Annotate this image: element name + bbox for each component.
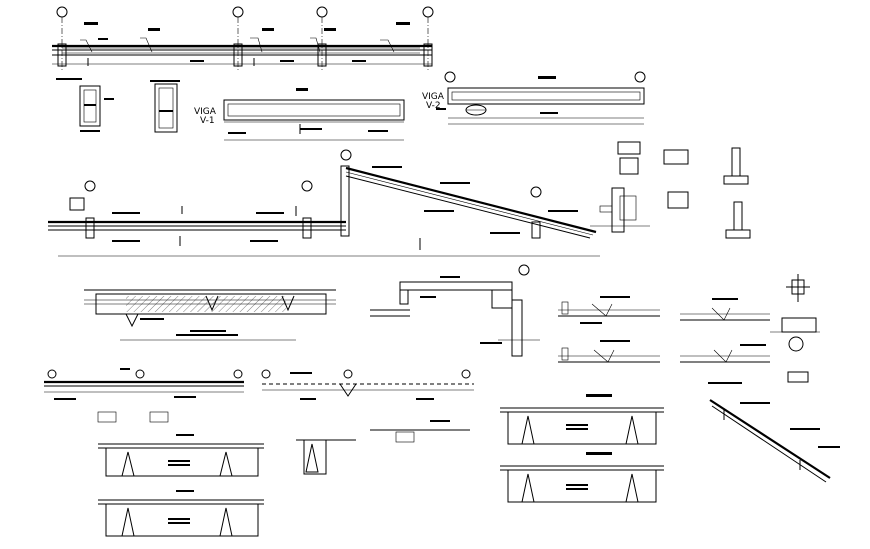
grid-axis-bubble — [47, 369, 57, 379]
grid-axis-bubble — [316, 6, 328, 18]
anchor-details — [770, 274, 820, 383]
grid-axis-bubble — [261, 369, 271, 379]
slab-detail-b — [558, 340, 660, 363]
beam-section-lower-mid — [296, 420, 470, 475]
beam-v1-elevation: VIGA V-1 — [194, 88, 405, 141]
slab-detail-c — [680, 298, 770, 321]
grid-axis-bubble — [233, 369, 243, 379]
grid-axis-bubble — [84, 180, 96, 192]
beam-v2-code: V-2 — [426, 101, 441, 111]
grid-axis-bubble — [444, 71, 456, 83]
beam-section-lower-left-1 — [98, 434, 264, 477]
beam-v2-word: VIGA — [422, 92, 445, 102]
grid-axis-bubble — [530, 186, 542, 198]
grid-axis-bubble — [634, 71, 646, 83]
sloped-beam-elevation — [48, 149, 600, 257]
slab-section-hatched — [84, 289, 336, 341]
grid-axis-bubble — [518, 264, 530, 276]
beam-section-lower-right-2 — [500, 452, 664, 503]
grid-axis-bubble — [56, 6, 68, 18]
beam-v1-word: VIGA — [194, 107, 217, 117]
grid-axis-bubble — [301, 180, 313, 192]
beam-v1-code: V-1 — [200, 116, 215, 126]
footing-details — [590, 141, 751, 239]
small-beam-elevations-left — [44, 368, 244, 423]
small-beam-elevations-mid — [261, 369, 474, 400]
column-section-right — [150, 80, 180, 133]
cantilever-section — [370, 264, 540, 357]
column-section-left — [56, 78, 114, 132]
top-beam-elevation — [52, 6, 434, 72]
slab-detail-d — [680, 344, 770, 363]
grid-axis-bubble — [135, 369, 145, 379]
grid-axis-bubble — [343, 369, 353, 379]
beam-section-lower-left-2 — [98, 490, 264, 537]
grid-axis-bubble — [422, 6, 434, 18]
sloped-detail — [708, 382, 840, 483]
grid-axis-bubble — [232, 6, 244, 18]
beam-section-lower-right-1 — [500, 394, 664, 445]
beam-v2-elevation: VIGA V-2 — [422, 71, 646, 125]
slab-detail-a — [558, 296, 660, 324]
grid-axis-bubble — [340, 149, 352, 161]
grid-axis-bubble — [461, 369, 471, 379]
